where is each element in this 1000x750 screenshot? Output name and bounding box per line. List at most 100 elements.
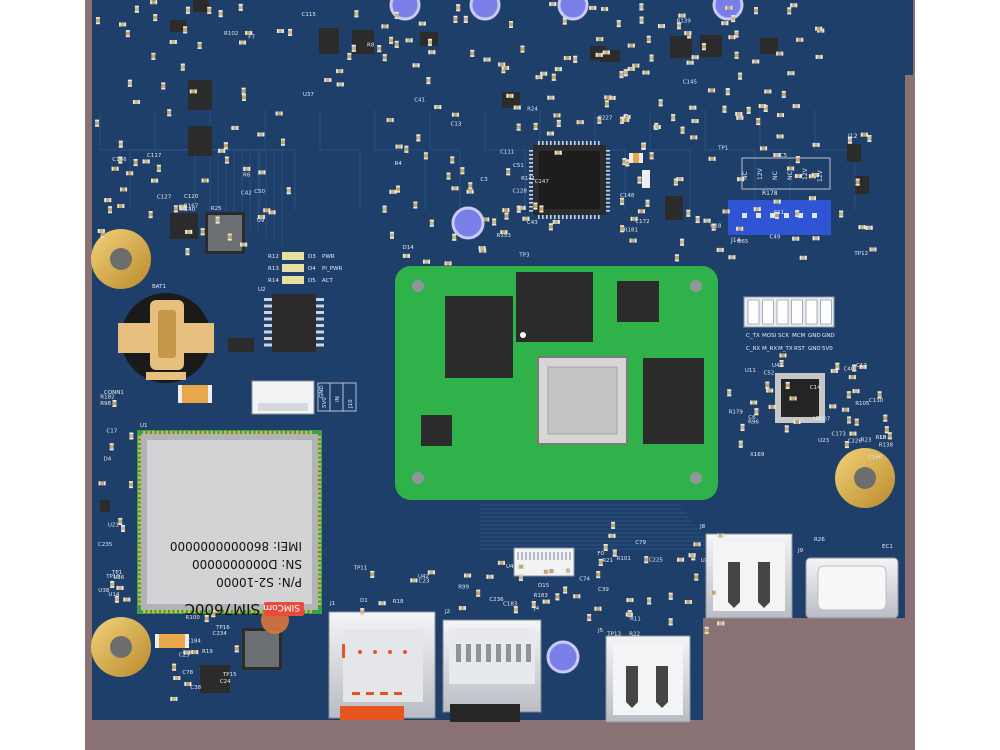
fpc-connector-u4: [513, 547, 575, 577]
label-u42: U42: [418, 574, 429, 580]
refdes-label: D65: [737, 239, 749, 245]
module-ram-chip: [445, 296, 513, 378]
refdes-label: C52: [764, 371, 775, 377]
mcu-qfp-u36: [533, 145, 606, 215]
pin-label-c-tx: C_TX: [746, 333, 760, 339]
led-ref-r12: R12: [268, 254, 279, 260]
refdes-label: TP3: [518, 253, 530, 259]
refdes-label: R105: [855, 401, 870, 407]
usb-a-port-j8: [705, 533, 793, 619]
refdes-label: R99: [458, 585, 469, 591]
refdes-label: C236: [489, 597, 504, 603]
led-ref-r14: R14: [268, 278, 279, 284]
pin-label-gnd2: GND: [822, 333, 835, 339]
label-r178: R178: [762, 190, 778, 197]
refdes-label: TP16: [215, 625, 230, 631]
mounting-hole-bottom-left: [91, 617, 151, 677]
refdes-label: C184: [187, 638, 202, 644]
refdes-label: C234: [213, 631, 228, 637]
refdes-label: C40: [844, 366, 855, 372]
refdes-label: R101: [617, 556, 631, 562]
label-j10: J10: [348, 399, 354, 409]
passive-components: [95, 0, 892, 701]
refdes-label: R21: [602, 558, 613, 564]
module-small-ic: [421, 415, 452, 446]
refdes-label: U21: [108, 523, 119, 529]
refdes-label: C74: [579, 577, 590, 583]
refdes-label: C5: [780, 153, 788, 159]
refdes-label: R138: [879, 442, 894, 448]
sim-imei: IMEI: 8600000000000: [170, 539, 302, 553]
refdes-label: R140: [181, 207, 196, 213]
refdes-label: C51: [513, 163, 524, 169]
compute-module: [395, 266, 718, 500]
refdes-label: C41: [414, 97, 425, 103]
refdes-label: TP11: [353, 565, 368, 571]
pin-label-5v0: 5V0: [822, 346, 833, 352]
header-label-12v-b: 12V: [802, 167, 809, 180]
refdes-label: R100: [186, 615, 201, 621]
pin-label-mcm: MCM: [792, 333, 806, 339]
copper-traces: [99, 110, 856, 550]
sim-part-number: P/N: S2-10000: [216, 575, 302, 589]
refdes-label: C3: [480, 177, 488, 183]
refdes-label: R183: [534, 593, 549, 599]
header-label-nc1: NC: [742, 171, 749, 180]
refdes-label: D4: [104, 457, 112, 463]
refdes-label: C25: [179, 652, 190, 658]
refdes-label: R10: [876, 435, 887, 441]
refdes-label: C128: [513, 189, 528, 195]
refdes-label: R141: [521, 176, 535, 182]
connector-j9: [805, 557, 899, 619]
pin-label-m-tx: M_TX: [778, 346, 793, 352]
refdes-label: U37: [303, 92, 315, 98]
pin-label-m-rx: M_RX: [762, 346, 777, 352]
pin-label-c-rx: C_RX: [746, 346, 760, 352]
refdes-label: U33: [813, 416, 825, 422]
refdes-label: C38: [190, 685, 201, 691]
label-r26: R26: [814, 537, 825, 543]
refdes-label: U38: [98, 588, 110, 594]
label-u41: U41: [772, 363, 783, 369]
refdes-label: U9: [257, 218, 265, 224]
refdes-label: C172: [635, 219, 649, 225]
sim-serial-number: SN: D0000000000: [192, 557, 302, 571]
refdes-label: R107: [816, 416, 831, 422]
led-label-pi-pwr: PI_PWR: [322, 266, 342, 272]
refdes-label: D14: [403, 245, 415, 251]
refdes-label: C146: [112, 157, 127, 163]
header-label-12v-a: 12V: [757, 167, 764, 180]
battery-holder-bat1: [118, 293, 214, 383]
sd-card-markings: [342, 644, 407, 695]
mounting-hole-top-left: [91, 229, 151, 289]
sim-brand: SIMCom: [263, 602, 300, 612]
refdes-label: C49: [770, 235, 781, 241]
header-label-nc3: NC: [787, 171, 794, 180]
refdes-label: R11: [630, 616, 641, 622]
refdes-label: C78: [182, 670, 193, 676]
sim-model: SIM7600C: [184, 600, 260, 618]
refdes-label: C227: [598, 116, 613, 122]
label-bat1: BAT1: [152, 284, 166, 290]
refdes-label: C6: [748, 415, 756, 421]
refdes-label: C235: [98, 542, 113, 548]
mcu-qfp-pins: [529, 141, 610, 219]
refdes-label: R22: [629, 631, 640, 637]
header-label-table: [741, 157, 831, 190]
sd-card-slot-j1: [328, 611, 436, 720]
refdes-label: R19: [202, 649, 213, 655]
led-label-act: ACT: [322, 278, 334, 284]
refdes-label: R139: [677, 18, 692, 24]
refdes-label: C79: [635, 540, 646, 546]
refdes-label: C127: [157, 194, 172, 200]
refdes-label: R8: [367, 43, 375, 49]
qfn-u41: [775, 373, 825, 423]
led-ref-d4: D4: [308, 266, 316, 272]
refdes-label: L8: [880, 435, 887, 441]
refdes-label: C147: [535, 179, 550, 185]
led-ref-d5: D5: [308, 278, 316, 284]
refdes-label: C12: [856, 363, 867, 369]
ic-soic-u2: [272, 294, 316, 352]
label-u2: U2: [258, 287, 266, 293]
refdes-label: C130: [869, 398, 884, 404]
